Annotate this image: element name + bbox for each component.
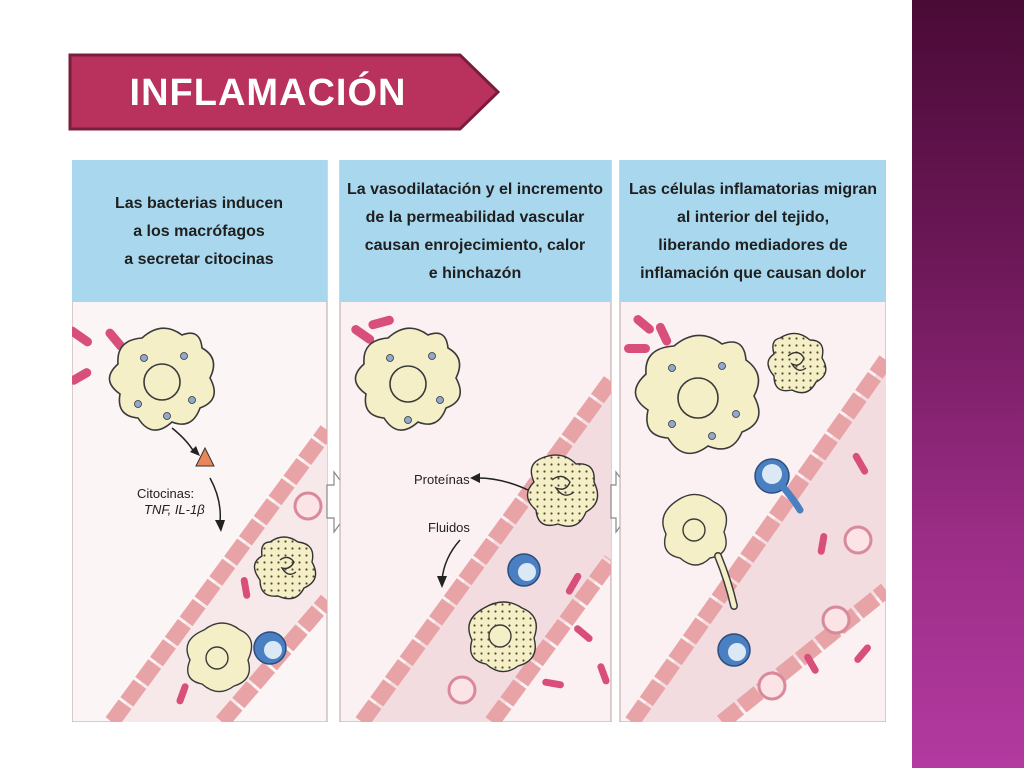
panel-2-caption-line-3: causan enrojecimiento, calor: [365, 237, 586, 254]
panel-2-caption-box: [340, 160, 611, 302]
panel-1: Las bacterias inducen a los macrófagos a…: [72, 160, 328, 722]
platelet: [574, 625, 593, 642]
bacterium: [105, 328, 126, 351]
cytokines-note: TNF, IL-1β: [144, 502, 205, 517]
panel-1-caption-line-2: a los macrófagos: [133, 223, 265, 240]
fluids-label: Fluidos: [428, 520, 470, 535]
panel-2: La vasodilatación y el incremento de la …: [339, 160, 612, 722]
platelet: [854, 644, 871, 663]
platelet: [565, 572, 582, 595]
cytokines-label: Citocinas:: [137, 486, 194, 501]
platelet: [240, 577, 251, 599]
panel-3-caption-line-1: Las células inflamatorias migran: [629, 181, 877, 198]
platelet: [542, 678, 564, 689]
panel-3: Las células inflamatorias migran al inte…: [619, 160, 886, 722]
macrophage-nucleus: [143, 363, 181, 401]
inflammation-diagram: Las bacterias inducen a los macrófagos a…: [72, 160, 886, 722]
panel-3-caption-line-4: inflamación que causan dolor: [640, 265, 866, 282]
vessel-wall: [625, 355, 886, 722]
red-blood-cell: [757, 671, 787, 701]
panel-2-caption-line-4: e hinchazón: [429, 265, 521, 282]
page-title: INFLAMACIÓN: [129, 72, 407, 114]
panel-1-caption-box: [72, 160, 327, 302]
bacterium: [72, 326, 92, 347]
panel-3-caption-line-3: liberando mediadores de: [658, 237, 847, 254]
decorative-sidebar: [912, 0, 1024, 768]
red-blood-cell: [447, 675, 477, 705]
vessel-wall: [716, 583, 886, 722]
neutrophil: [767, 332, 827, 394]
bacterium: [368, 315, 394, 330]
panel-2-caption-line-1: La vasodilatación y el incremento: [347, 181, 603, 198]
proteins-label: Proteínas: [414, 472, 470, 487]
panel-2-caption-line-2: de la permeabilidad vascular: [366, 209, 585, 226]
panel-3-caption-box: [620, 160, 886, 302]
bacterium: [72, 368, 92, 385]
title-banner: [68, 53, 500, 131]
arrow: [209, 477, 222, 523]
neutrophil: [526, 454, 599, 527]
panel-1-caption-line-3: a secretar citocinas: [124, 251, 274, 268]
cytokine-triangle: [195, 446, 215, 467]
panel-1-caption-line-1: Las bacterias inducen: [115, 195, 283, 212]
bacterium: [351, 325, 375, 344]
platelet: [597, 663, 610, 685]
bacterium: [624, 344, 650, 353]
panel-3-caption-line-2: al interior del tejido,: [677, 209, 829, 226]
platelet: [852, 452, 869, 475]
vessel-wall: [105, 425, 327, 722]
arrow: [477, 477, 529, 491]
red-blood-cell: [843, 525, 873, 555]
platelet: [817, 533, 828, 555]
red-blood-cell: [293, 491, 323, 521]
vessel-wall: [485, 555, 611, 722]
red-blood-cell: [821, 605, 851, 635]
platelet: [176, 683, 189, 705]
vessel-wall: [355, 375, 611, 722]
platelet: [804, 653, 819, 674]
bacterium: [633, 315, 654, 334]
bacterium: [655, 322, 672, 346]
